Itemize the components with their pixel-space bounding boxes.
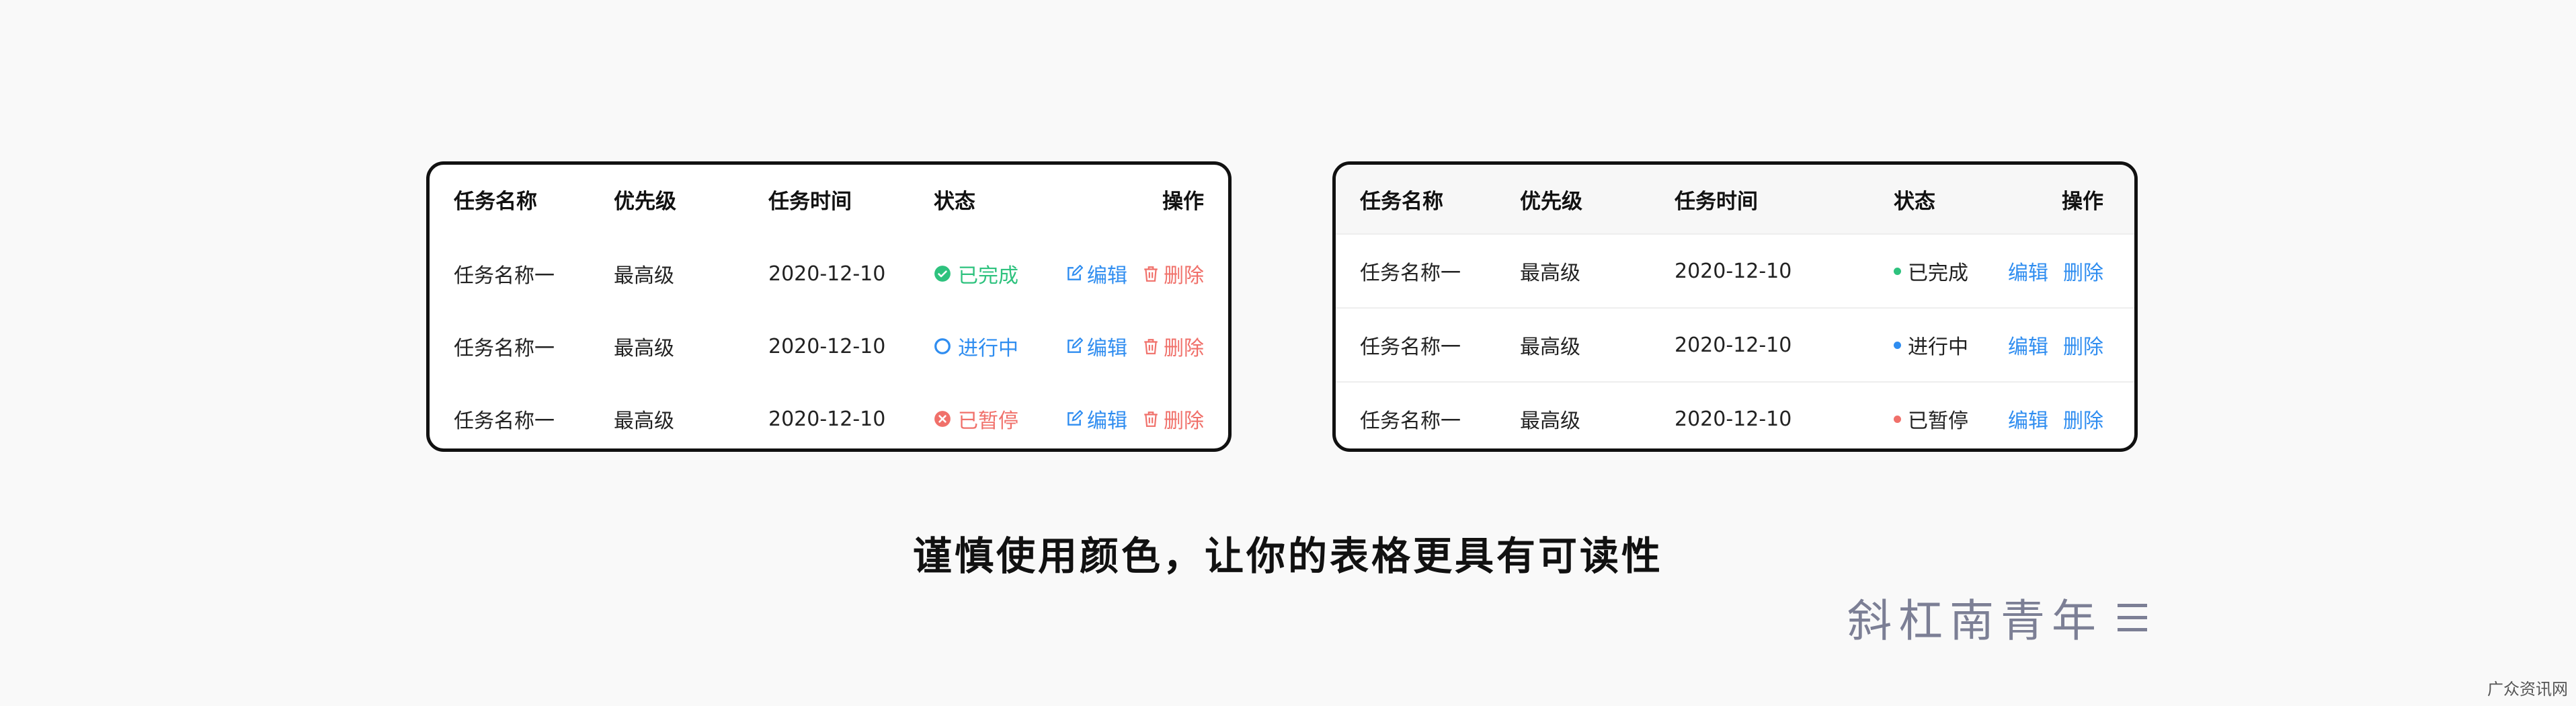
delete-label: 删除 [1164, 337, 1204, 360]
status-badge: 已完成 [934, 237, 1018, 310]
trash-icon [1144, 266, 1158, 282]
delete-button[interactable]: 删除 [1142, 404, 1204, 434]
row-divider [1336, 307, 2134, 309]
edit-icon [1068, 338, 1083, 353]
header-status: 状态 [934, 189, 975, 214]
edit-button[interactable]: 编辑 [1065, 404, 1127, 434]
table-row: 任务名称一 最高级 2020-12-10 已完成 编辑 删除 [1336, 235, 2134, 307]
delete-link[interactable]: 删除 [2063, 262, 2103, 285]
edit-icon [1068, 265, 1083, 280]
status-label: 已暂停 [1908, 409, 1968, 433]
status-badge: 已暂停 [934, 383, 1018, 448]
edit-icon [1068, 410, 1083, 426]
row-actions: 编辑 删除 [2008, 235, 2103, 307]
status-label: 已完成 [1908, 262, 1968, 285]
header-priority: 优先级 [614, 189, 676, 214]
brand-logo: 斜杠南青年 [1847, 585, 2147, 650]
delete-button[interactable]: 删除 [1142, 331, 1204, 361]
task-name: 任务名称一 [454, 409, 555, 433]
row-actions: 编辑 删除 [1065, 237, 1204, 310]
task-name: 任务名称一 [454, 264, 555, 288]
status-dot-icon [1894, 341, 1901, 349]
caption-text: 谨慎使用颜色，让你的表格更具有可读性 [912, 533, 1663, 579]
status-badge: 进行中 [934, 310, 1018, 383]
task-name: 任务名称一 [454, 337, 555, 360]
header-task-name: 任务名称 [454, 189, 537, 214]
header-task-time: 任务时间 [1675, 189, 1758, 214]
edit-button[interactable]: 编辑 [1065, 259, 1127, 288]
table-row: 任务名称一 最高级 2020-12-10 已暂停 编辑 删除 [430, 383, 1228, 448]
task-time: 2020-12-10 [768, 334, 886, 358]
task-name: 任务名称一 [1360, 409, 1461, 433]
ring-circle-icon [934, 338, 951, 354]
row-actions: 编辑 删除 [2008, 383, 2103, 448]
header-operations: 操作 [1162, 189, 1204, 214]
task-time: 2020-12-10 [768, 407, 886, 431]
status-label: 进行中 [1908, 336, 1968, 359]
task-priority: 最高级 [614, 264, 674, 288]
status-dot-icon [1894, 415, 1901, 423]
table-header-row: 任务名称 优先级 任务时间 状态 操作 [430, 165, 1228, 233]
row-actions: 编辑 删除 [1065, 383, 1204, 448]
colored-status-table: 任务名称 优先级 任务时间 状态 操作 任务名称一 最高级 2020-12-10… [426, 161, 1232, 452]
edit-link[interactable]: 编辑 [2008, 409, 2048, 433]
row-actions: 编辑 删除 [2008, 309, 2103, 381]
delete-label: 删除 [1164, 409, 1204, 433]
status-badge: 进行中 [1894, 309, 1968, 381]
task-name: 任务名称一 [1360, 336, 1461, 359]
header-task-name: 任务名称 [1360, 189, 1443, 214]
row-divider [1336, 381, 2134, 383]
header-status: 状态 [1894, 189, 1935, 214]
edit-label: 编辑 [1087, 409, 1127, 433]
task-time: 2020-12-10 [1675, 407, 1792, 431]
edit-link[interactable]: 编辑 [2008, 262, 2048, 285]
row-divider [1336, 233, 2134, 235]
edit-label: 编辑 [1087, 264, 1127, 288]
task-time: 2020-12-10 [768, 262, 886, 286]
status-label: 已暂停 [958, 409, 1018, 433]
header-priority: 优先级 [1520, 189, 1582, 214]
task-priority: 最高级 [614, 409, 674, 433]
row-actions: 编辑 删除 [1065, 310, 1204, 383]
table-row: 任务名称一 最高级 2020-12-10 已暂停 编辑 删除 [1336, 383, 2134, 448]
trash-icon [1144, 339, 1158, 354]
status-badge: 已暂停 [1894, 383, 1968, 448]
table-row: 任务名称一 最高级 2020-12-10 进行中 编辑 删除 [430, 310, 1228, 383]
edit-label: 编辑 [1087, 337, 1127, 360]
status-badge: 已完成 [1894, 235, 1968, 307]
table-row: 任务名称一 最高级 2020-12-10 进行中 编辑 删除 [1336, 309, 2134, 381]
delete-label: 删除 [1164, 264, 1204, 288]
task-priority: 最高级 [1520, 336, 1580, 359]
table-row: 任务名称一 最高级 2020-12-10 已完成 编辑 删除 [430, 237, 1228, 310]
delete-link[interactable]: 删除 [2063, 409, 2103, 433]
delete-link[interactable]: 删除 [2063, 336, 2103, 359]
table-header-row: 任务名称 优先级 任务时间 状态 操作 [1336, 165, 2134, 233]
minimal-status-table: 任务名称 优先级 任务时间 状态 操作 任务名称一 最高级 2020-12-10… [1332, 161, 2138, 452]
header-task-time: 任务时间 [768, 189, 852, 214]
brand-name: 斜杠南青年 [1847, 595, 2103, 647]
x-circle-icon [934, 411, 951, 427]
task-priority: 最高级 [1520, 409, 1580, 433]
task-time: 2020-12-10 [1675, 259, 1792, 283]
check-circle-icon [934, 266, 951, 282]
header-operations: 操作 [2062, 189, 2103, 214]
task-time: 2020-12-10 [1675, 333, 1792, 357]
status-label: 进行中 [958, 337, 1018, 360]
task-priority: 最高级 [614, 337, 674, 360]
task-name: 任务名称一 [1360, 262, 1461, 285]
trash-icon [1144, 411, 1158, 427]
delete-button[interactable]: 删除 [1142, 259, 1204, 288]
task-priority: 最高级 [1520, 262, 1580, 285]
edit-link[interactable]: 编辑 [2008, 336, 2048, 359]
watermark: 广众资讯网 [2487, 680, 2568, 699]
status-dot-icon [1894, 267, 1901, 275]
brand-mark-icon [2118, 603, 2147, 631]
edit-button[interactable]: 编辑 [1065, 331, 1127, 361]
status-label: 已完成 [958, 264, 1018, 288]
